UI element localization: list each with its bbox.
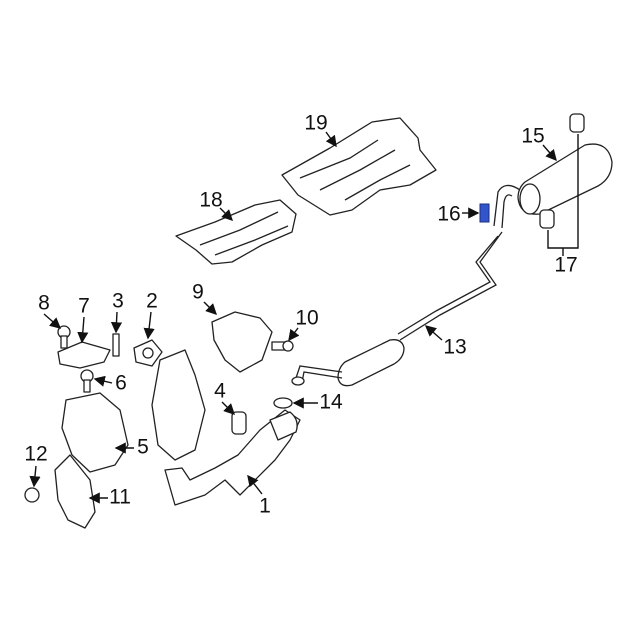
heat-shield-9[interactable] (211, 311, 273, 373)
callout-17[interactable]: 17 (554, 254, 577, 277)
callout-7[interactable]: 7 (78, 295, 90, 318)
bolt-6[interactable] (80, 369, 94, 393)
callout-6[interactable]: 6 (115, 372, 127, 395)
callout-9[interactable]: 9 (192, 281, 204, 304)
manifold-shield-5[interactable] (61, 392, 129, 473)
callout-5[interactable]: 5 (137, 436, 149, 459)
converter-pipe-1[interactable] (151, 349, 301, 506)
callout-18[interactable]: 18 (199, 189, 222, 212)
callout-8[interactable]: 8 (38, 292, 50, 315)
callout-2[interactable]: 2 (146, 290, 158, 313)
bolt-8[interactable] (57, 325, 71, 349)
callout-11[interactable]: 11 (109, 486, 131, 509)
callout-3[interactable]: 3 (112, 290, 124, 313)
bolt-10[interactable] (271, 340, 294, 352)
gasket-2[interactable] (133, 339, 163, 367)
callout-19[interactable]: 19 (304, 112, 327, 135)
callout-10[interactable]: 10 (295, 307, 318, 330)
shield-11[interactable] (54, 454, 96, 529)
leader-lines (29, 131, 579, 504)
muffler-15[interactable] (493, 143, 613, 229)
hanger-4[interactable] (231, 411, 247, 435)
heat-shield-19[interactable] (281, 117, 437, 216)
resonator-pipe-13[interactable] (291, 231, 503, 387)
clamp-14[interactable] (273, 397, 293, 409)
heat-shield-18[interactable] (175, 199, 297, 265)
callout-13[interactable]: 13 (443, 336, 466, 359)
callout-16[interactable]: 16 (437, 203, 460, 226)
hangers-17[interactable] (539, 113, 585, 229)
callout-15[interactable]: 15 (521, 125, 544, 148)
nut-12[interactable] (24, 487, 40, 503)
callout-12[interactable]: 12 (24, 443, 47, 466)
callout-4[interactable]: 4 (214, 380, 226, 403)
stud-3[interactable] (112, 333, 120, 357)
callout-1[interactable]: 1 (259, 495, 271, 518)
callout-14[interactable]: 14 (319, 391, 343, 414)
hanger-16-highlighted[interactable] (479, 203, 490, 223)
